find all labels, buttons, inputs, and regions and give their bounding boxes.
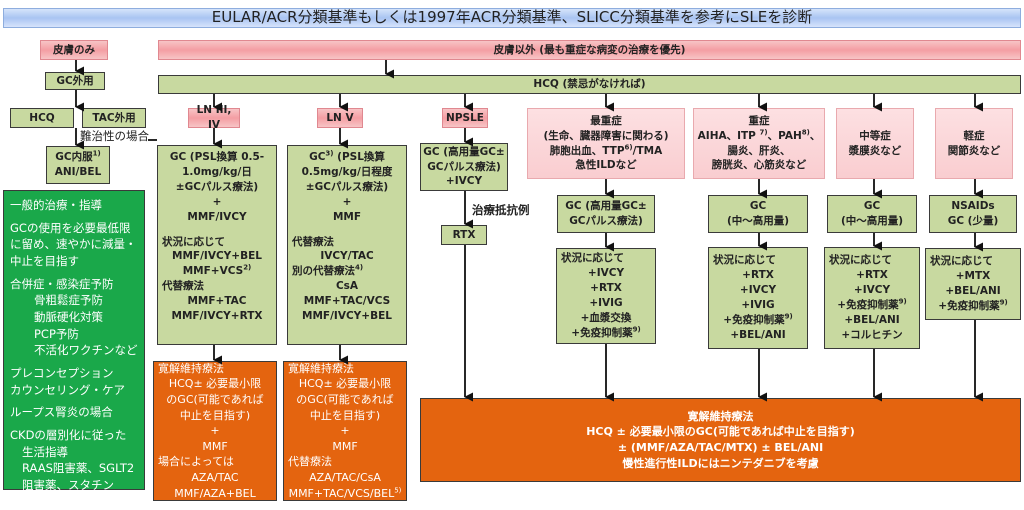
general-treatment-line: 中止を目指す [10, 254, 79, 269]
diagnosis-title-banner: EULAR/ACR分類基準もしくは1997年ACR分類基準、SLICC分類基準を… [3, 8, 1021, 28]
tac-topical-box: TAC外用 [82, 108, 146, 128]
rtx-box: RTX [441, 225, 487, 245]
maintenance-line: HCQ± 必要最小限 [298, 377, 392, 391]
refractory-label: 難治性の場合 [80, 129, 149, 143]
general-treatment-line: 一般的治療・指導 [10, 198, 102, 212]
maintenance-line: 中止を目指す) [309, 408, 381, 422]
maintenance-line: + [210, 424, 220, 438]
maintenance-line: のGC(可能であれば [166, 392, 264, 406]
severe-situational-box: 状況に応じて +RTX +IVCY +IVIG +免疫抑制薬9) +BEL/AN… [708, 247, 808, 349]
non-skin-header: 皮膚以外 (最も重症な病変の治療を優先) [158, 40, 1021, 60]
ln34-maintenance-box: 寛解維持療法 HCQ± 必要最小限のGC(可能であれば中止を目指す) +MMF 場合に… [153, 361, 277, 501]
maintenance-line: 寛解維持療法 [158, 361, 224, 375]
diagnosis-title: EULAR/ACR分類基準もしくは1997年ACR分類基準、SLICC分類基準を… [211, 8, 813, 27]
severe-header: 重症 AIHA、ITP 7)、PAH8)、 腸炎、肝炎、 膀胱炎、心筋炎など [693, 108, 825, 179]
moderate-treatment-box: GC (中～高用量) [827, 195, 917, 233]
maintenance-line: MMF [332, 439, 358, 453]
general-treatment-line: 阻害薬、スタチン [22, 478, 114, 493]
general-treatment-line: PCP予防 [34, 326, 79, 341]
maintenance-line: 代替療法 [288, 455, 332, 469]
general-treatment-line: に留め、速やかに減量・ [10, 237, 137, 252]
ln34-header: LN III, IV [188, 104, 240, 131]
mild-header: 軽症 関節炎など [935, 108, 1013, 179]
severe-treatment-box: GC (中～高用量) [708, 195, 808, 233]
hcq-bar: HCQ (禁忌がなければ) [158, 75, 1021, 94]
maintenance-line: 場合によっては [158, 455, 234, 469]
maintenance-line: + [340, 424, 350, 438]
ln34-treatment-box: GC (PSL換算 0.5- 1.0mg/kg/日 ±GCパルス療法) + MM… [157, 145, 277, 345]
maintenance-line: 中止を目指す) [179, 408, 251, 422]
ln5-treatment-box: GC3) (PSL換算 0.5mg/kg/日程度 ±GCパルス療法) + MMF… [287, 145, 407, 345]
general-treatment-line: 骨粗鬆症予防 [34, 293, 103, 308]
most-severe-treatment-box: GC (高用量GC± GCパルス療法) [557, 195, 655, 233]
npsle-header: NPSLE [442, 108, 488, 128]
most-severe-header: 最重症 (生命、臓器障害に関わる) 肺胞出血、TTP6)/TMA 急性ILDなど [527, 108, 685, 179]
maintenance-line: のGC(可能であれば [296, 392, 394, 406]
maintenance-line: MMF+TAC/VCS/BEL5) [288, 485, 402, 500]
general-treatment-line: RAAS阻害薬、SGLT2 [22, 461, 135, 476]
maintenance-line: MMF/AZA+BEL [174, 486, 256, 500]
maintenance-line: AZA/TAC [191, 471, 239, 485]
general-treatment-line: 生活指導 [22, 444, 68, 459]
general-treatment-line: CKDの層別化に従った [10, 428, 127, 443]
maintenance-line: HCQ± 必要最小限 [168, 377, 262, 391]
general-treatment-line: GCの使用を必要最低限 [10, 220, 131, 235]
general-treatment-line: 動脈硬化対策 [34, 310, 103, 325]
general-treatment-box: 一般的治療・指導 GCの使用を必要最低限に留め、速やかに減量・中止を目指す合併症・… [3, 190, 145, 492]
shared-maintenance-box: 寛解維持療法 HCQ ± 必要最小限のGC(可能であれば中止を目指す) ± (M… [420, 398, 1021, 482]
gc-topical-box: GC外用 [45, 72, 105, 90]
treatment-resistant-label: 治療抵抗例 [472, 203, 530, 217]
mild-situational-box: 状況に応じて +MTX +BEL/ANI +免疫抑制薬9) [925, 248, 1021, 320]
general-treatment-line: カウンセリング・ケア [10, 382, 125, 397]
general-treatment-line: 不活化ワクチンなど [34, 343, 138, 358]
most-severe-situational-box: 状況に応じて +IVCY +RTX +IVIG +血漿交換 +免疫抑制薬9) [556, 248, 656, 344]
general-treatment-line: ループス腎炎の場合 [10, 405, 113, 420]
mild-treatment-box: NSAIDs GC (少量) [929, 195, 1017, 233]
general-treatment-line: 合併症・感染症予防 [10, 276, 114, 291]
npsle-treatment-box: GC (高用量GC± GCパルス療法) +IVCY [420, 143, 508, 191]
general-treatment-line: プレコンセプション [10, 366, 114, 381]
maintenance-line: MMF [202, 439, 228, 453]
hcq-skin-box: HCQ [10, 108, 74, 128]
moderate-situational-box: 状況に応じて +RTX +IVCY +免疫抑制薬9) +BEL/ANI +コルヒ… [824, 247, 920, 349]
maintenance-line: AZA/TAC/CsA [309, 471, 381, 485]
skin-only-header: 皮膚のみ [40, 40, 108, 60]
maintenance-line: 寛解維持療法 [288, 361, 354, 375]
oral-gc-box: GC内服1) ANI/BEL [46, 146, 110, 184]
